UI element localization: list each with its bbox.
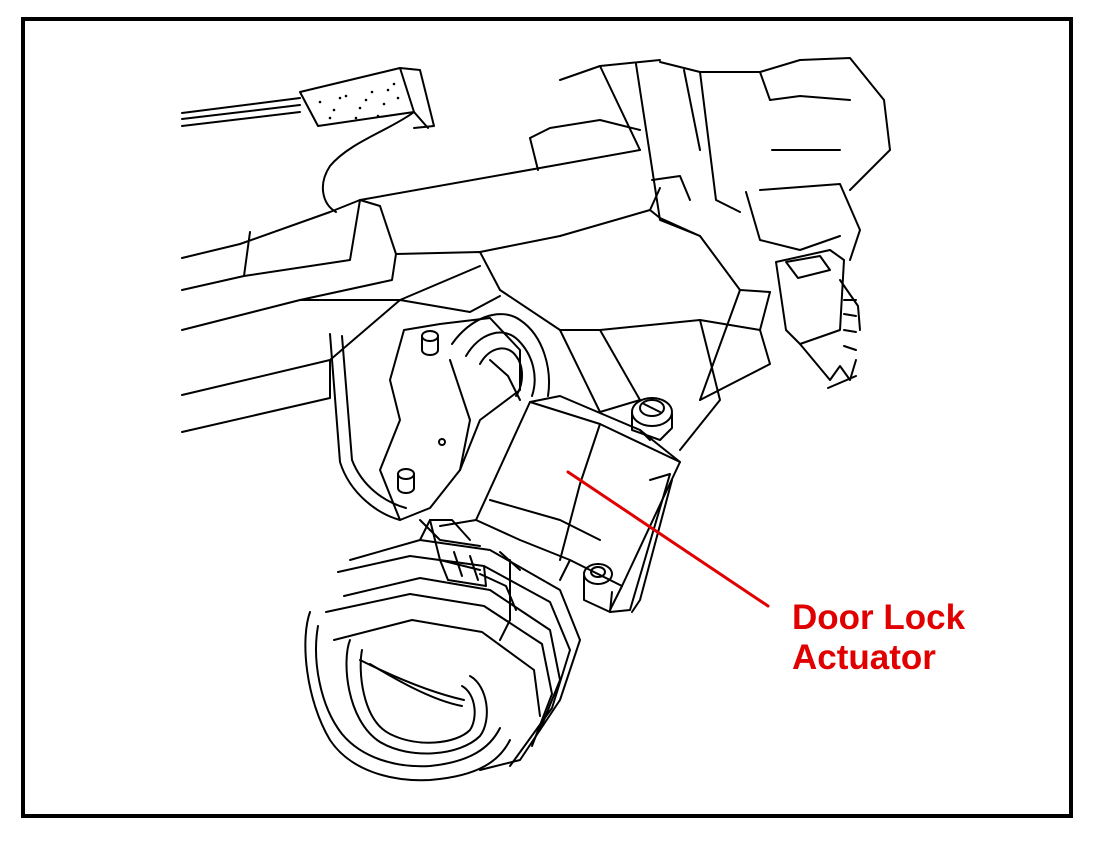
upper-bracket: [635, 57, 891, 293]
actuator-body: [419, 395, 681, 613]
pivot-cam: [449, 313, 550, 471]
callout-label-line-2: Actuator: [792, 638, 936, 677]
cable-with-foam-sleeve: [181, 67, 435, 213]
latch-housing: [181, 59, 661, 433]
callout-leader-line: [566, 470, 770, 608]
mounting-plate: [329, 317, 521, 521]
electrical-connector: [304, 519, 581, 782]
inner-frame: [399, 289, 771, 451]
actuator-screws: [583, 397, 673, 613]
side-connector: [775, 249, 861, 389]
callout-label-line-1: Door Lock: [792, 598, 966, 637]
callout-label: Door Lock Actuator: [792, 598, 965, 678]
figure-frame: [21, 17, 1073, 818]
